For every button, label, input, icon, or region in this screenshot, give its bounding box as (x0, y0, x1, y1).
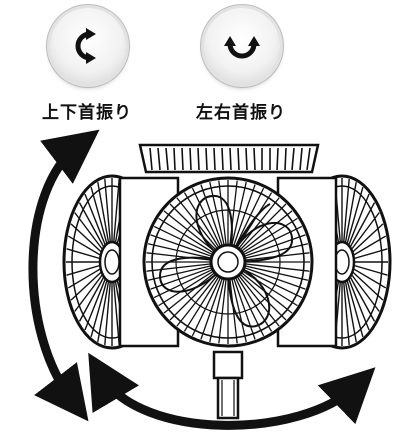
grille-spoke (66, 248, 102, 260)
grille-spoke (90, 186, 108, 245)
horizontal-swing-icon (224, 36, 260, 59)
fan-top-base (138, 143, 320, 174)
grille-spoke (343, 178, 350, 243)
grille-spoke (352, 235, 387, 257)
grille-spoke (146, 263, 211, 272)
grille-spoke (158, 217, 214, 253)
grille-spoke (153, 225, 213, 255)
grille-spoke (351, 223, 384, 254)
grille-spoke (84, 277, 107, 331)
vertical-swing-arrow (28, 129, 100, 422)
grille-spoke (200, 184, 223, 246)
grille-spoke (169, 274, 216, 321)
horizontal-swing-label: 左右首振り (196, 103, 286, 123)
grille-spoke (242, 217, 298, 253)
horizontal-swing-arrow (88, 352, 376, 430)
grille-spoke (241, 272, 293, 314)
grille-spoke (351, 270, 384, 301)
grille-spoke (70, 223, 103, 254)
grille-spoke (218, 180, 227, 245)
grille-spoke (238, 197, 280, 249)
grille-spoke (78, 202, 105, 249)
grille-spoke (235, 277, 265, 337)
grille-spoke (350, 273, 380, 312)
grille-spoke (233, 184, 256, 246)
grille-spoke (183, 192, 219, 248)
grille-spoke (74, 212, 104, 251)
grille-spoke (240, 203, 287, 250)
grille-spoke (163, 272, 215, 314)
grille-spoke (344, 280, 357, 343)
grille-spoke (183, 276, 219, 332)
grille-spoke (191, 277, 221, 337)
grille-spoke (231, 181, 247, 245)
grille-spoke (244, 234, 306, 257)
grille-spoke (70, 270, 103, 301)
fan-stand (212, 350, 244, 420)
grille-spoke (104, 178, 111, 243)
grille-spoke (352, 264, 388, 276)
grille-spoke (346, 279, 364, 338)
grille-spoke (240, 274, 287, 321)
grille-spoke (158, 271, 214, 307)
grille-spoke (146, 252, 211, 261)
grille-spoke (74, 273, 104, 312)
grille-spoke (243, 225, 303, 255)
grille-spoke (347, 193, 370, 247)
grille-spoke (191, 187, 221, 247)
grille-spoke (244, 267, 306, 290)
grille-spoke (67, 267, 102, 289)
grille-spoke (218, 279, 227, 344)
grille-spoke (200, 278, 223, 340)
grille-spoke (229, 279, 238, 344)
grille-spoke (150, 234, 212, 257)
grille-spoke (241, 210, 293, 252)
grille-spoke (104, 281, 111, 346)
grille-spoke (147, 243, 211, 259)
grille-spoke (344, 181, 357, 244)
horizontal-swing-button[interactable] (204, 8, 280, 84)
grille-spoke (243, 269, 303, 299)
grille-spoke (209, 181, 225, 245)
grille-spoke (349, 202, 376, 249)
grille-spoke (147, 265, 211, 281)
grille-spoke (349, 275, 376, 322)
grille-spoke (97, 181, 110, 244)
grille-spoke (343, 281, 350, 346)
grille-spoke (113, 178, 120, 243)
grille-spoke (237, 276, 273, 332)
grille-spoke (245, 243, 309, 259)
grille-spoke (235, 187, 265, 247)
grille-spoke (150, 267, 212, 290)
vertical-swing-icon (75, 28, 96, 64)
grille-spoke (163, 210, 215, 252)
grille-spoke (66, 264, 102, 276)
grille-spoke (347, 277, 370, 331)
grille-spoke (352, 248, 388, 260)
grille-spoke (238, 275, 280, 327)
grille-spoke (84, 193, 107, 247)
grille-spoke (78, 275, 105, 322)
grille-spoke (245, 265, 309, 281)
grille-spoke (245, 263, 310, 272)
grille-spoke (233, 278, 256, 340)
grille-spoke (169, 203, 216, 250)
grille-spoke (350, 212, 380, 251)
grille-spoke (153, 269, 213, 299)
grille-spoke (67, 235, 102, 257)
grille-spoke (113, 281, 120, 346)
vertical-swing-button[interactable] (50, 8, 126, 84)
fan-head-center (142, 176, 314, 348)
grille-spoke (209, 279, 225, 343)
grille-spoke (346, 186, 364, 245)
vertical-swing-label: 上下首振り (42, 103, 132, 123)
grille-spoke (176, 275, 218, 327)
grille-spoke (231, 279, 247, 343)
grille-spoke (90, 279, 108, 338)
grille-spoke (97, 280, 110, 343)
grille-spoke (352, 267, 387, 289)
